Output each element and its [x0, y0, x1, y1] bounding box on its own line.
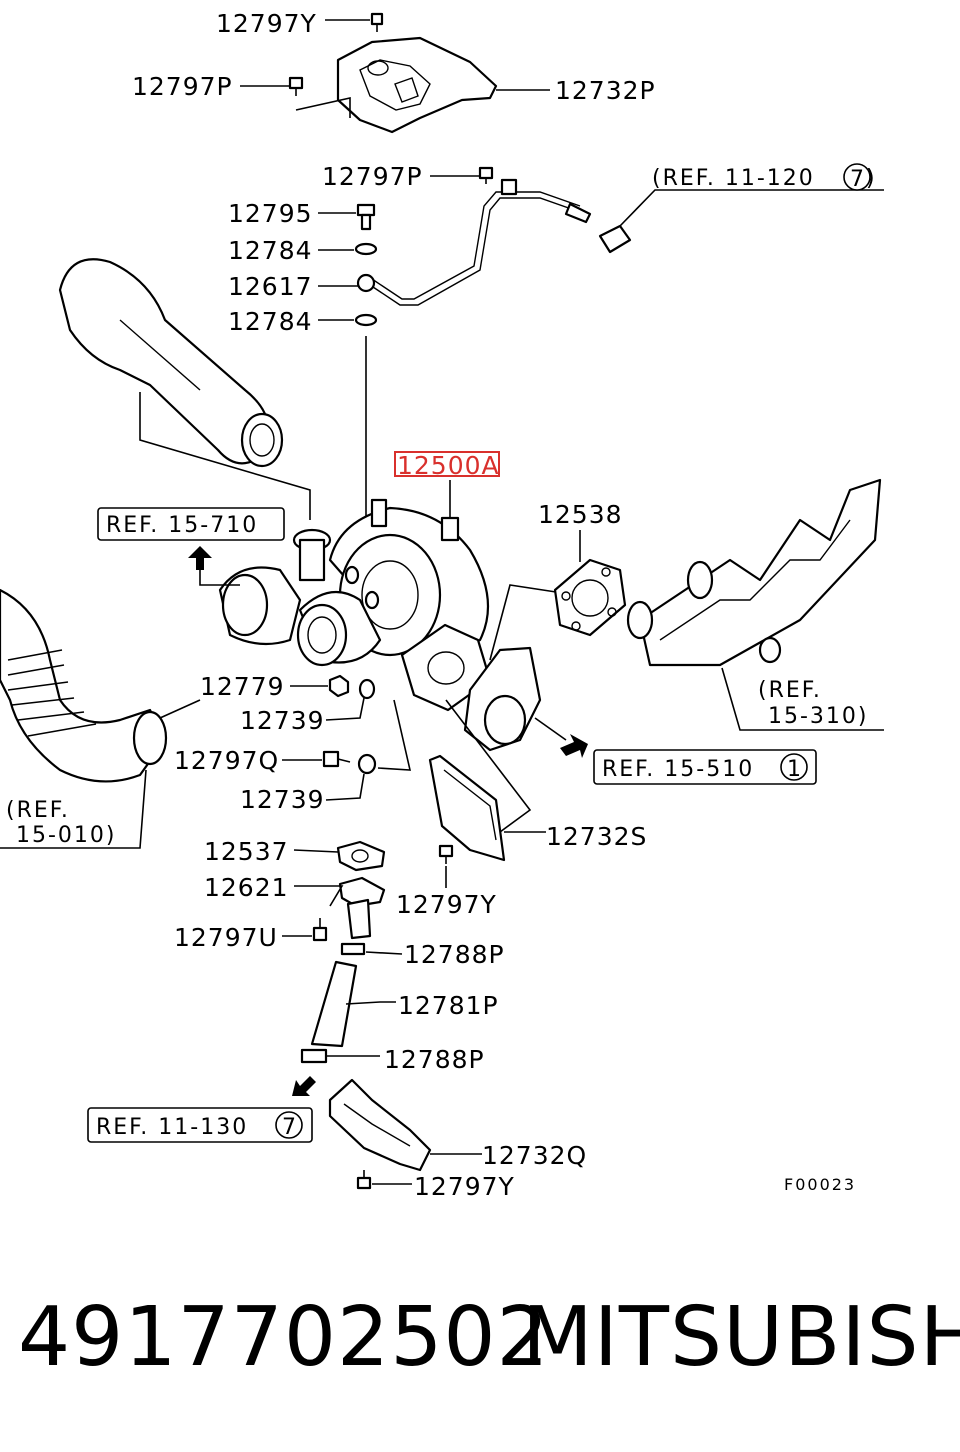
exhaust-elbow-icon [463, 646, 542, 752]
label-12797u: 12797U [174, 923, 278, 952]
oil-feed-pipe-icon [356, 178, 592, 306]
ref-15-310-line2: 15-310) [768, 704, 869, 729]
gasket-12538-icon [553, 558, 627, 637]
intake-hose-icon [58, 258, 284, 468]
ref-15-510: REF. 15-510 [602, 757, 754, 782]
label-12795: 12795 [228, 199, 313, 228]
label-12739-b: 12739 [240, 785, 325, 814]
ref-11-120-circle [843, 163, 871, 191]
union-bolt-12795-icon [356, 203, 376, 231]
inlet-bellows-hose-icon [0, 588, 168, 783]
bolt-12797y-bot-icon [356, 1170, 372, 1190]
bolt-12797y-mid-icon [438, 844, 454, 864]
arrow-up-icon [188, 546, 212, 570]
figure-code: F00023 [784, 1175, 856, 1194]
arrow-down-right-icon [560, 734, 588, 758]
ref-15-010-line1: (REF. [6, 798, 70, 823]
label-12797y-top: 12797Y [216, 9, 317, 38]
bolt-12797u-icon [312, 918, 328, 942]
ref-15-710-box [97, 507, 285, 541]
ref-11-130-circle [275, 1111, 303, 1139]
exhaust-manifold-icon [626, 478, 882, 667]
label-12617: 12617 [228, 272, 313, 301]
ref-15-510-circle-num: 1 [787, 757, 803, 782]
label-12732p: 12732P [555, 76, 656, 105]
label-12788p-a: 12788P [404, 940, 505, 969]
ref-11-120-close: ) [866, 166, 877, 191]
brand-name: MITSUBISHI [522, 1290, 960, 1385]
connector-icon [598, 224, 632, 254]
label-12779: 12779 [200, 672, 285, 701]
label-12797p-a: 12797P [132, 72, 233, 101]
turbocharger-12500a-icon [218, 498, 490, 667]
footer: 4917702502 MITSUBISHI [0, 1290, 960, 1400]
label-12500a: 12500A [397, 451, 500, 480]
label-12784-a: 12784 [228, 236, 313, 265]
ref-15-710: REF. 15-710 [106, 513, 258, 538]
label-12537: 12537 [204, 837, 289, 866]
gasket-12537-icon [336, 840, 386, 872]
washer-12784-a-icon [354, 242, 378, 256]
arrow-down-left-icon [292, 1076, 316, 1096]
ref-11-120: (REF. 11-120 [652, 166, 815, 191]
nut-12779-icon [328, 674, 350, 698]
label-12732s: 12732S [546, 822, 647, 851]
hose-12781p-icon [310, 960, 358, 1048]
bolt-12797q-icon [322, 750, 351, 768]
bolt-12797p-b-icon [478, 166, 494, 184]
bolt-12797y-top-icon [370, 12, 384, 32]
ref-11-130: REF. 11-130 [96, 1115, 248, 1140]
exploded-view-drawing: 12797Y 12797P 12732P 12797P 12795 12784 … [0, 9, 884, 1201]
ref-11-130-box [87, 1107, 313, 1143]
label-12788p-b: 12788P [384, 1045, 485, 1074]
label-12621: 12621 [204, 873, 289, 902]
heat-shield-12732s-icon [428, 754, 506, 862]
label-12797q: 12797Q [174, 746, 279, 775]
highlight-12500a [394, 451, 500, 477]
ref-15-510-box [593, 749, 817, 785]
washer-12784-b-icon [354, 313, 378, 327]
label-12781p: 12781P [398, 991, 499, 1020]
label-12739-a: 12739 [240, 706, 325, 735]
clamp-12788p-a-icon [340, 942, 366, 956]
label-12784-b: 12784 [228, 307, 313, 336]
bolt-12797p-a-icon [288, 76, 304, 96]
ref-15-310-line1: (REF. [758, 678, 822, 703]
part-number: 4917702502 [18, 1290, 550, 1385]
washer-12739-b-icon [357, 753, 377, 775]
oil-return-pipe-12621-icon [338, 876, 386, 940]
ref-15-010-line2: 15-010) [16, 823, 117, 848]
ref-11-130-circle-num: 7 [282, 1115, 298, 1140]
label-12797y-mid: 12797Y [396, 890, 497, 919]
label-12797p-b: 12797P [322, 162, 423, 191]
label-12797y-bot: 12797Y [414, 1172, 515, 1201]
label-12732q: 12732Q [482, 1141, 587, 1170]
ref-15-510-circle [780, 753, 808, 781]
washer-12739-a-icon [358, 678, 376, 700]
clamp-12788p-b-icon [300, 1048, 328, 1064]
heat-shield-12732q-icon [328, 1078, 432, 1172]
ref-11-120-circle-num: 7 [850, 167, 866, 192]
label-12538: 12538 [538, 500, 623, 529]
heat-shield-12732p-icon [336, 36, 498, 134]
